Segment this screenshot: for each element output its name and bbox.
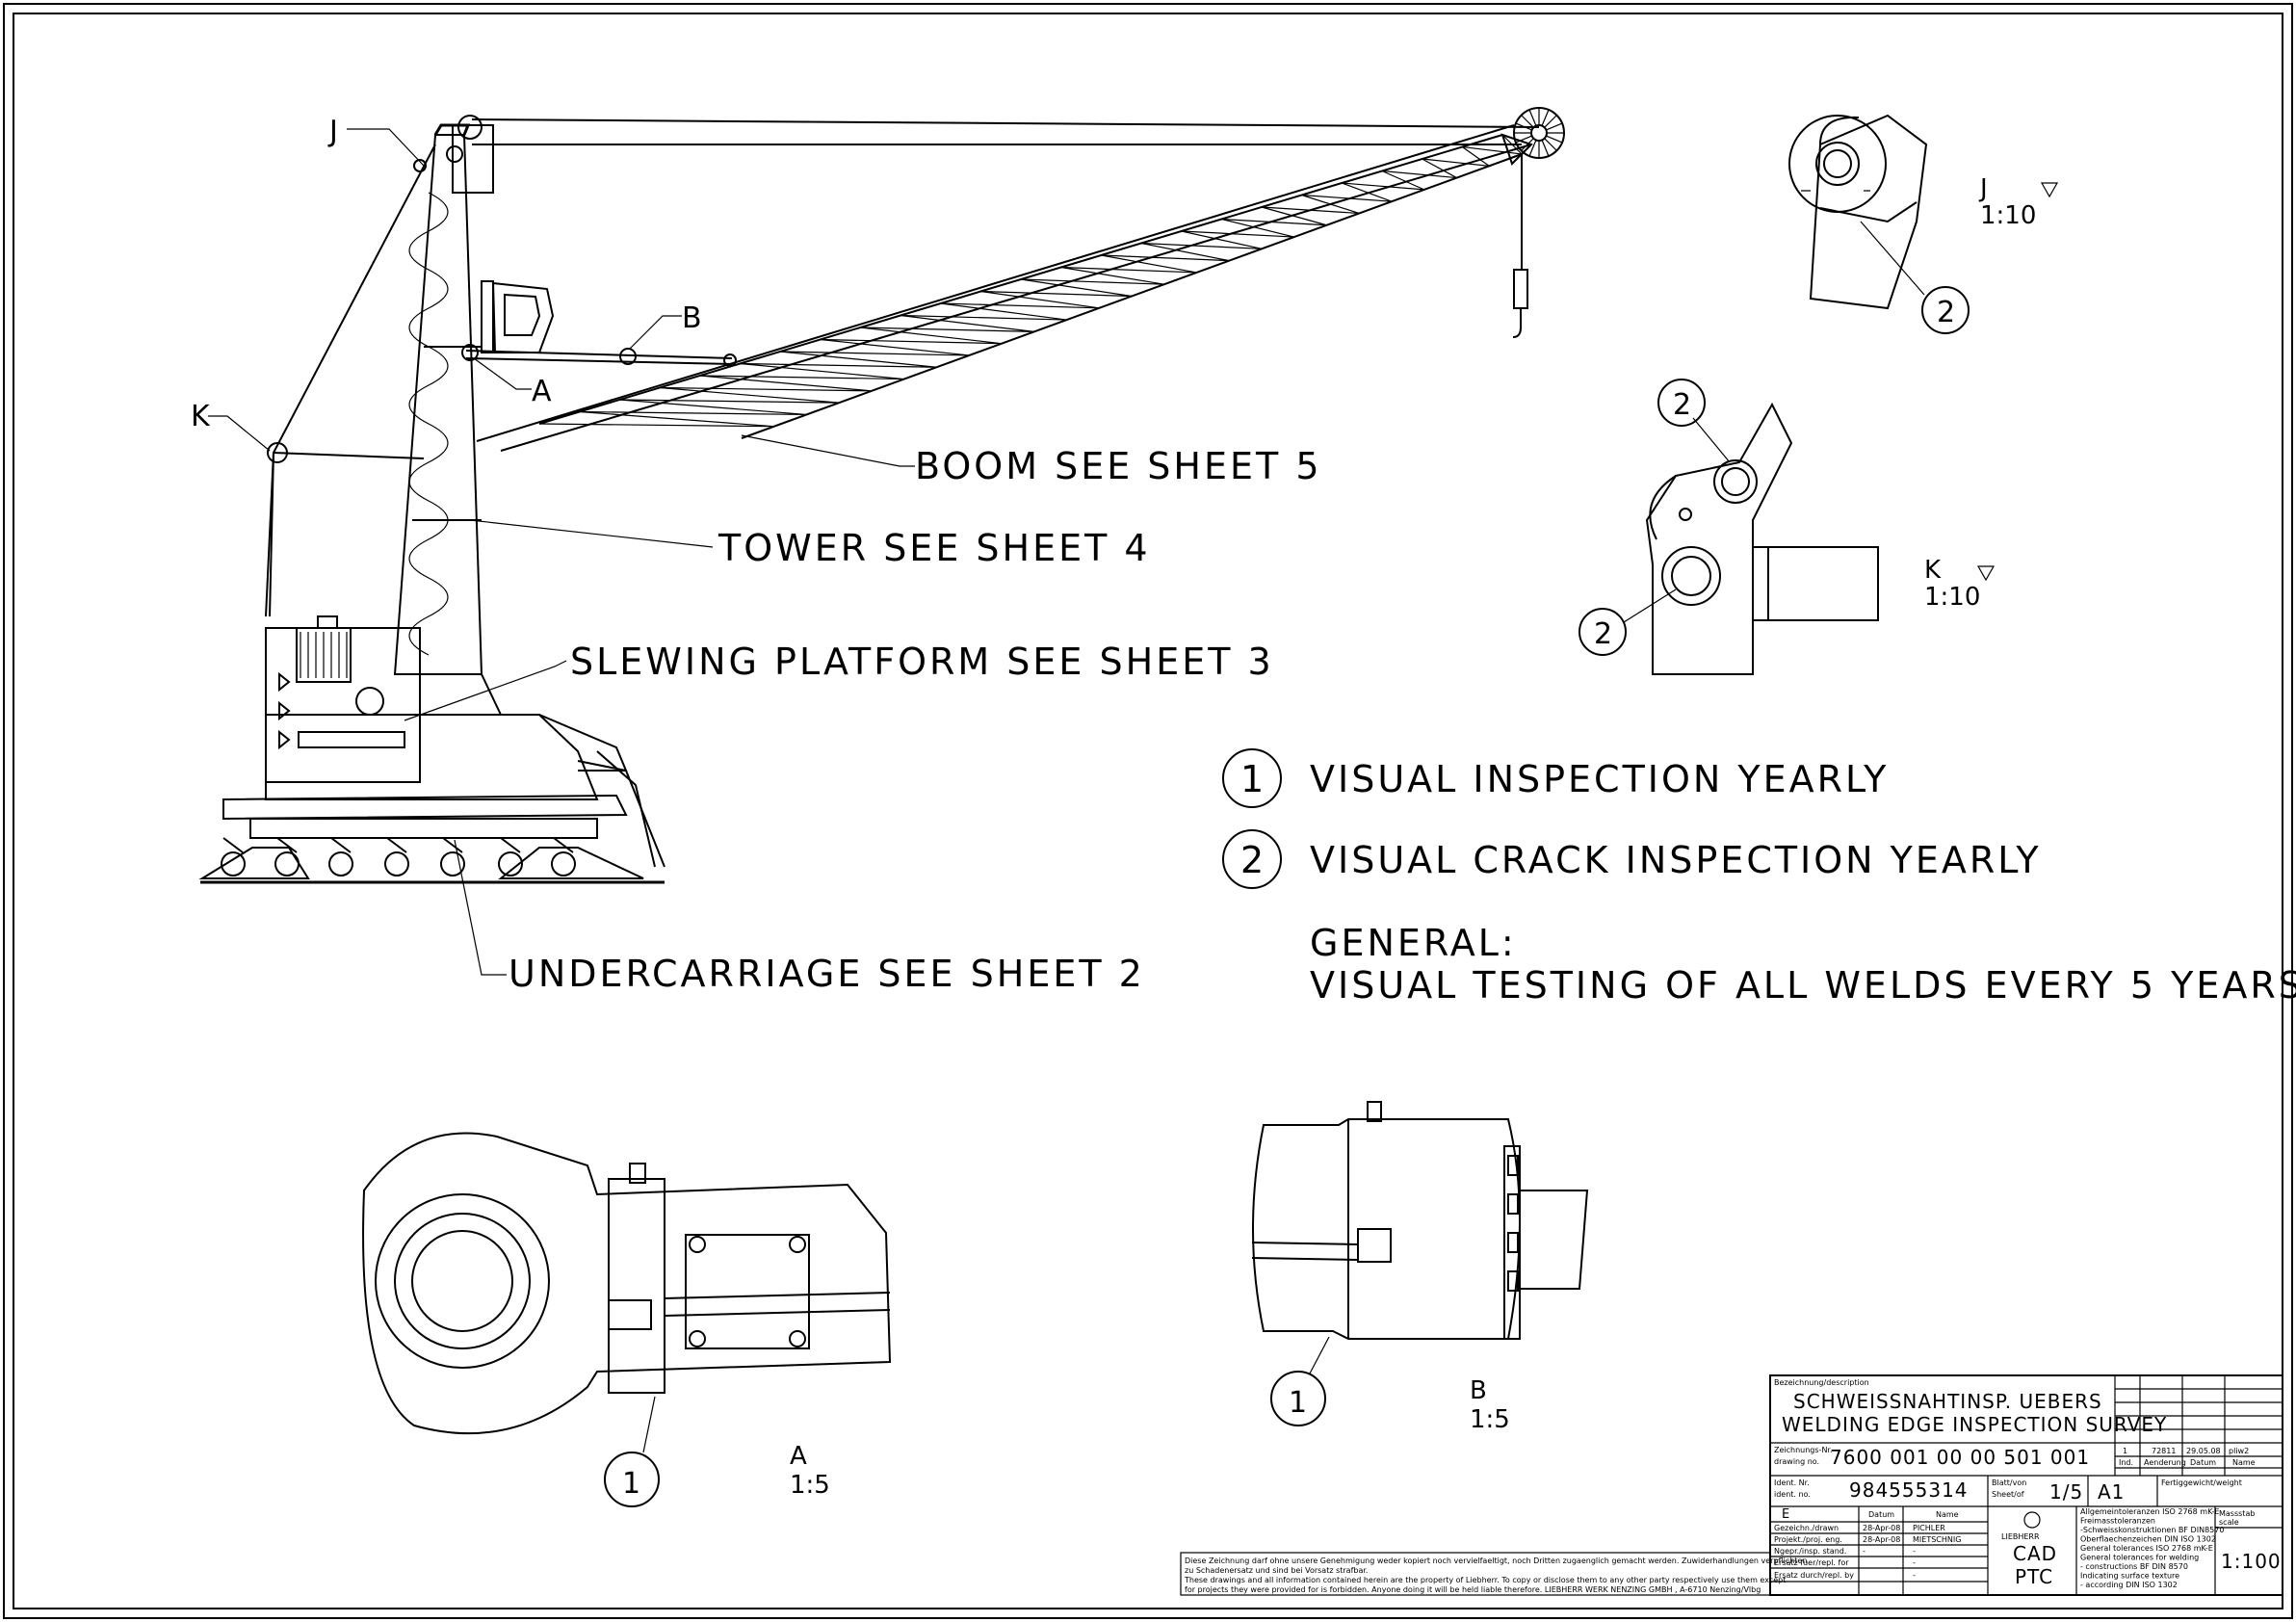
tolerance-line: - according DIN ISO 1302 xyxy=(2080,1581,2178,1589)
tb-sheet-label-1: Blatt/von xyxy=(1992,1478,2026,1487)
approval-row-name: - xyxy=(1913,1571,1916,1580)
detail-b: 1 B 1:5 xyxy=(1251,1101,1589,1434)
label-j: J xyxy=(327,115,338,148)
tb-company: LIEBHERR xyxy=(2001,1532,2040,1541)
label-b: B xyxy=(682,301,702,335)
tb-col-ind: Ind. xyxy=(2119,1458,2133,1467)
detail-k-callout-bottom: 2 xyxy=(1594,617,1612,651)
detail-j-letter: J xyxy=(1978,174,1988,203)
detail-a-callout: 1 xyxy=(622,1467,640,1501)
tb-col-name: Name xyxy=(2232,1458,2256,1467)
tb-scale-label-1: Massstab xyxy=(2219,1509,2255,1518)
detail-k: 2 2 K 1:10 xyxy=(1578,379,1996,675)
approval-row-name: - xyxy=(1913,1558,1916,1567)
tb-rev-name: pliw2 xyxy=(2229,1447,2249,1455)
legend-general-title: GENERAL: xyxy=(1310,922,1517,964)
tb-rev-date: 29.05.08 xyxy=(2186,1447,2221,1455)
notice-line-2: zu Schadenersatz und sind bei Vorsatz st… xyxy=(1185,1566,1368,1575)
legend-item2-text: VISUAL CRACK INSPECTION YEARLY xyxy=(1310,839,2042,881)
title-block: Bezeichnung/description SCHWEISSNAHTINSP… xyxy=(1769,1374,2283,1596)
notice-line-4: for projects they were provided for is f… xyxy=(1185,1585,1761,1594)
approval-row-date: - xyxy=(1863,1547,1866,1556)
label-undercarriage: UNDERCARRIAGE SEE SHEET 2 xyxy=(509,953,1145,995)
approval-row-label: Ersatz durch/repl. by xyxy=(1774,1571,1854,1580)
tolerance-line: -Schweisskonstruktionen BF DIN8570 xyxy=(2080,1526,2224,1534)
notice-line-3: These drawings and all information conta… xyxy=(1184,1576,1786,1584)
label-tower: TOWER SEE SHEET 4 xyxy=(718,527,1151,569)
tb-title-de: SCHWEISSNAHTINSP. UEBERS xyxy=(1793,1390,2102,1413)
label-k: K xyxy=(191,400,211,433)
tb-format: A1 xyxy=(2098,1480,2125,1504)
detail-k-callout-top: 2 xyxy=(1673,388,1691,422)
label-boom: BOOM SEE SHEET 5 xyxy=(915,445,1322,487)
tb-weight-label: Fertiggewicht/weight xyxy=(2161,1478,2242,1487)
tb-cad: CAD xyxy=(2013,1542,2057,1565)
legend-item2-number: 2 xyxy=(1240,839,1266,881)
tb-ptc: PTC xyxy=(2015,1565,2053,1588)
approval-row-name: PICHLER xyxy=(1913,1524,1945,1532)
lattice-boom xyxy=(476,124,1532,452)
tb-sheet-label-2: Sheet/of xyxy=(1992,1490,2024,1499)
tb-ident-no: 984555314 xyxy=(1849,1478,1969,1502)
tb-name-header: Name xyxy=(1936,1510,1959,1519)
approval-row-date: 28-Apr-08 xyxy=(1863,1524,1900,1532)
inspection-legend: 1 VISUAL INSPECTION YEARLY 2 VISUAL CRAC… xyxy=(1222,748,2296,1007)
tolerance-line: Oberflaechenzeichen DIN ISO 1302 xyxy=(2080,1535,2216,1544)
outer-border xyxy=(3,3,2293,1619)
detail-b-letter: B xyxy=(1470,1376,1487,1405)
crane-side-view xyxy=(198,107,1565,884)
approval-row-label: Ngepr./insp. stand. xyxy=(1774,1547,1846,1556)
tb-e-label: E xyxy=(1782,1507,1789,1522)
tb-drawing-no-label-2: drawing no. xyxy=(1774,1457,1819,1466)
tb-rev-index: 1 xyxy=(2123,1447,2127,1455)
tb-ident-label-1: Ident. Nr. xyxy=(1774,1478,1810,1487)
detail-j-scale: 1:10 xyxy=(1980,201,2036,230)
tb-col-date: Datum xyxy=(2190,1458,2216,1467)
legend-item1-number: 1 xyxy=(1240,758,1266,800)
approval-row-date: 28-Apr-08 xyxy=(1863,1535,1900,1544)
tb-description-label: Bezeichnung/description xyxy=(1774,1378,1869,1387)
tb-sheet: 1/5 xyxy=(2049,1480,2083,1504)
detail-k-scale: 1:10 xyxy=(1924,583,1980,612)
detail-a-scale: 1:5 xyxy=(790,1471,830,1500)
inner-border xyxy=(13,13,2283,1609)
tolerance-line: - constructions BF DIN 8570 xyxy=(2080,1562,2188,1571)
approval-row-label: Projekt./proj. eng. xyxy=(1774,1535,1842,1544)
legend-item1-text: VISUAL INSPECTION YEARLY xyxy=(1310,758,1889,800)
detail-k-letter: K xyxy=(1924,556,1942,585)
tolerance-line: General tolerances for welding xyxy=(2080,1554,2199,1562)
approval-row-name: - xyxy=(1913,1547,1916,1556)
tb-scale: 1:100 xyxy=(2221,1550,2282,1573)
tb-title-en: WELDING EDGE INSPECTION SURVEY xyxy=(1782,1413,2167,1436)
copyright-notice: Diese Zeichnung darf ohne unsere Genehmi… xyxy=(1180,1552,1807,1596)
detail-a: 1 A 1:5 xyxy=(362,1132,892,1507)
detail-j-callout: 2 xyxy=(1937,296,1955,329)
company-logo-icon xyxy=(2023,1511,2041,1529)
tb-drawing-no-label-1: Zeichnungs-Nr. xyxy=(1774,1446,1833,1454)
detail-b-scale: 1:5 xyxy=(1470,1405,1510,1434)
approval-row-name: MIETSCHNIG xyxy=(1913,1535,1961,1544)
tolerance-line: General tolerances ISO 2768 mK-E xyxy=(2080,1544,2213,1553)
tb-drawing-no: 7600 001 00 00 501 001 xyxy=(1830,1446,2090,1469)
detail-j: 2 J 1:10 xyxy=(1788,114,2059,334)
legend-general-text: VISUAL TESTING OF ALL WELDS EVERY 5 YEAR… xyxy=(1310,964,2296,1007)
tb-datum-header: Datum xyxy=(1868,1510,1894,1519)
approval-row-label: Gezeichn./drawn xyxy=(1774,1524,1839,1532)
tb-scale-label-2: scale xyxy=(2219,1518,2239,1527)
boom-head-sheave xyxy=(1500,107,1565,166)
detail-a-letter: A xyxy=(790,1442,807,1471)
tb-col-change: Aenderung xyxy=(2144,1458,2186,1467)
approval-row-label: Ersatz fuer/repl. for xyxy=(1774,1558,1849,1567)
tolerance-line: Indicating surface texture xyxy=(2080,1572,2179,1581)
notice-line-1: Diese Zeichnung darf ohne unsere Genehmi… xyxy=(1185,1557,1807,1565)
tolerance-line: Freimasstoleranzen xyxy=(2080,1517,2155,1526)
tb-rev-number: 72811 xyxy=(2152,1447,2176,1455)
tolerance-line: Allgemeintoleranzen ISO 2768 mK-E xyxy=(2080,1507,2219,1516)
label-slewing-platform: SLEWING PLATFORM SEE SHEET 3 xyxy=(570,641,1274,683)
label-a: A xyxy=(532,375,552,408)
tb-ident-label-2: ident. no. xyxy=(1774,1490,1811,1499)
detail-b-callout: 1 xyxy=(1289,1386,1307,1420)
crane-leaders: J K B A BOOM SEE SHEET 5 TOWER SEE SHEET… xyxy=(191,115,1322,995)
